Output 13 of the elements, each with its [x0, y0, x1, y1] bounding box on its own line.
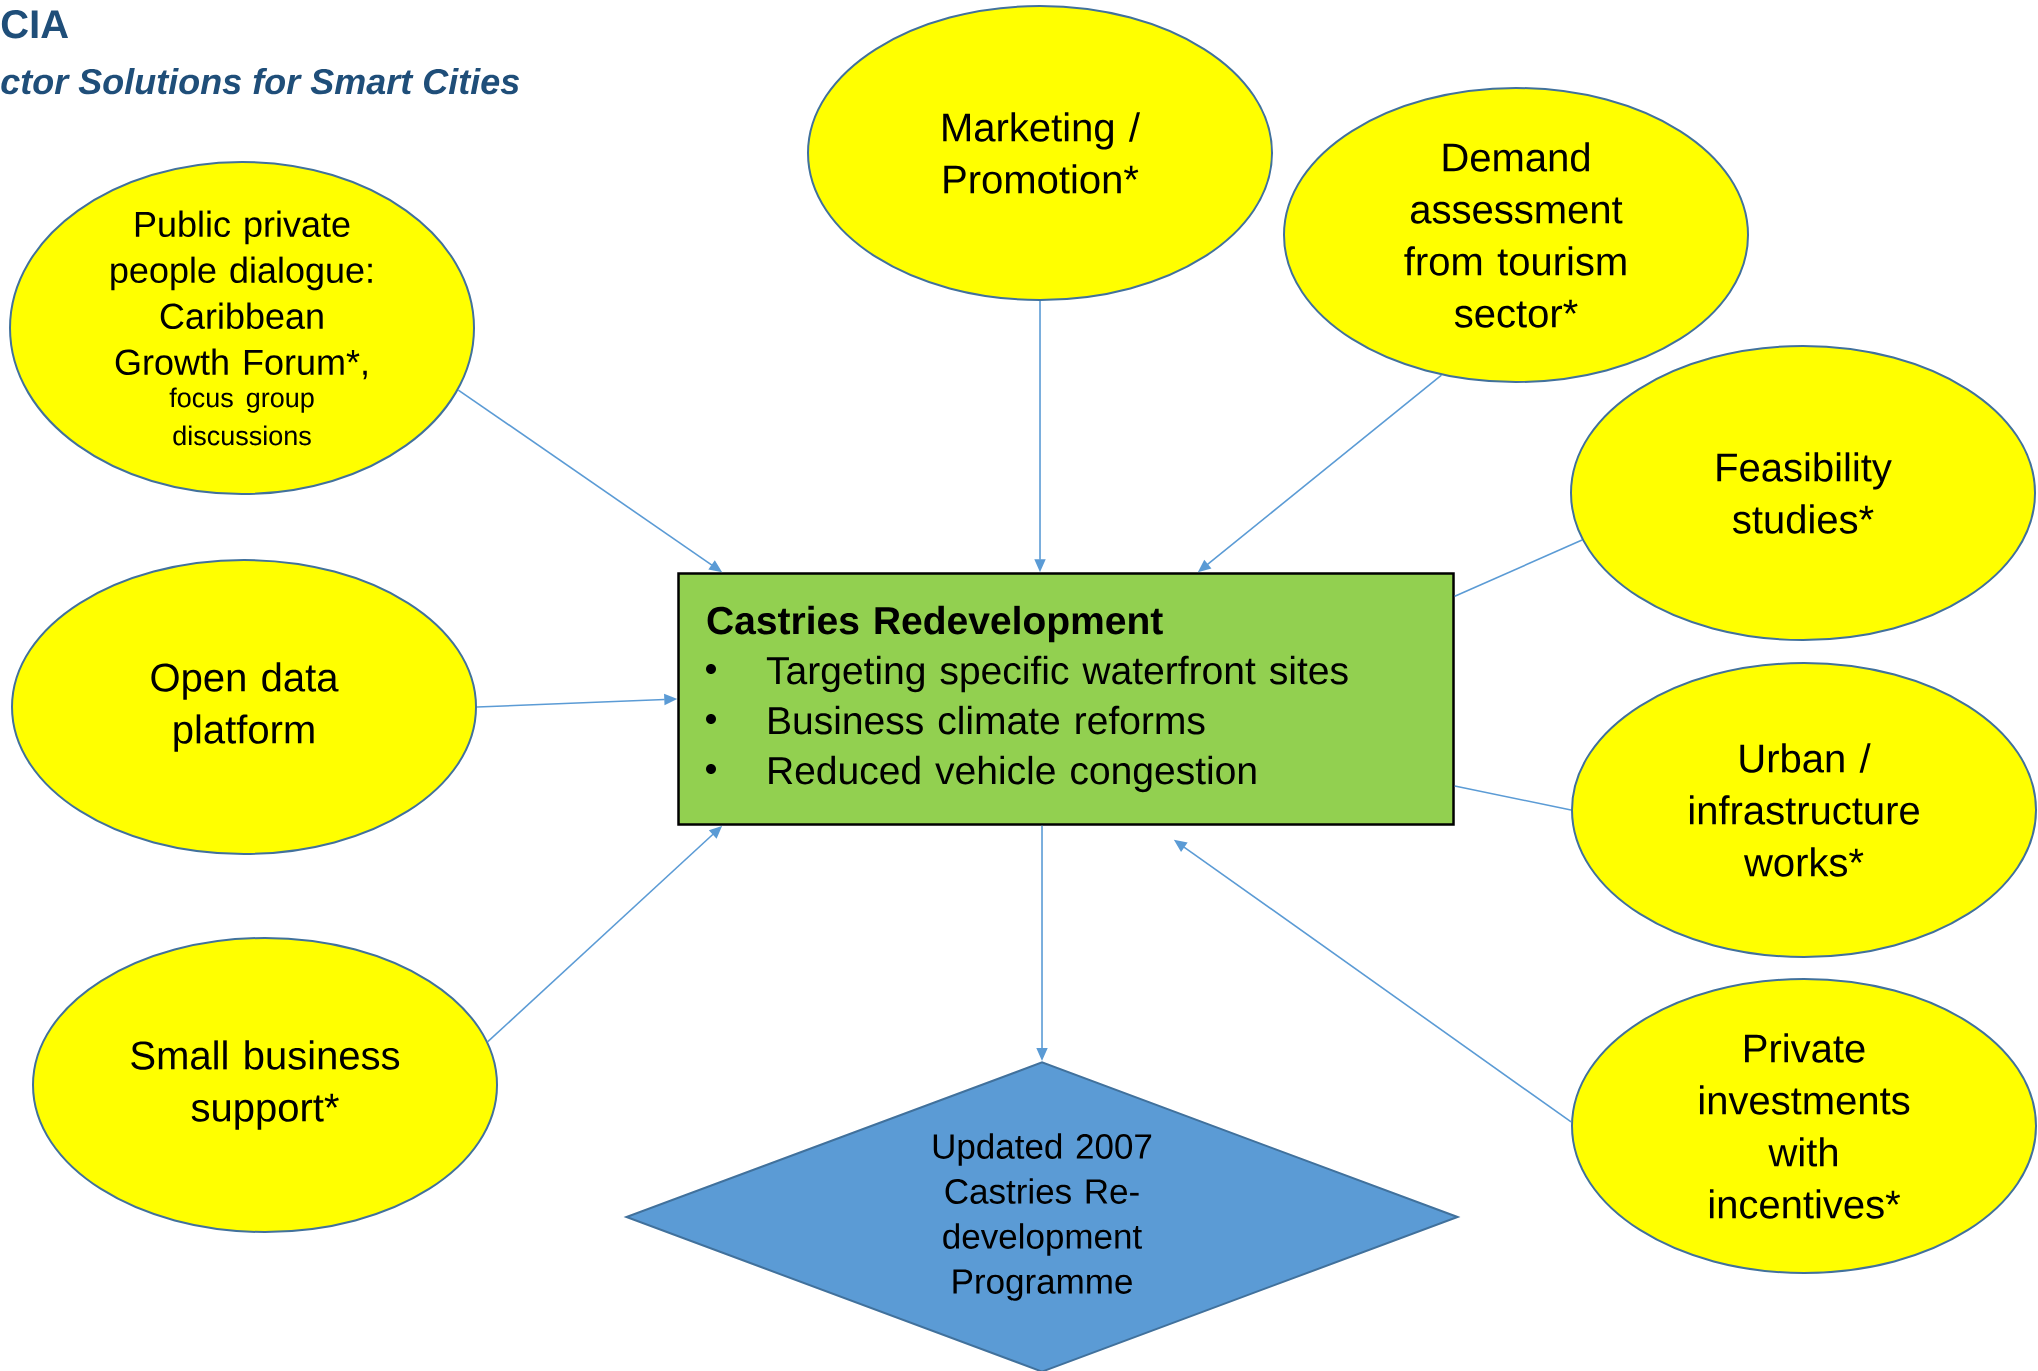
title-text: CIA [1, 10, 69, 39]
oval-node: Urban / infrastructure works* [1571, 662, 2037, 958]
oval-node: Private investments with incentives* [1571, 978, 2037, 1274]
oval-node: Marketing / Promotion* [807, 5, 1273, 301]
connector-line [1453, 785, 1572, 811]
oval-node: Small business support* [32, 937, 498, 1233]
oval-node: Public private people dialogue: Caribbean Growth Forum*, focus group discussions [9, 161, 475, 495]
connector-line [1453, 539, 1583, 598]
oval-node: Open data platform [11, 559, 477, 855]
oval-node: Feasibility studies* [1570, 345, 2036, 641]
process-box: Castries Redevelopment Targeting specific waterfront sites Business climate reforms Reduced vehicle congestion [677, 572, 1455, 826]
oval-node: Demand assessment from tourism sector* [1283, 87, 1749, 383]
subtitle-text: ctor Solutions for Smart Cities [1, 67, 520, 95]
